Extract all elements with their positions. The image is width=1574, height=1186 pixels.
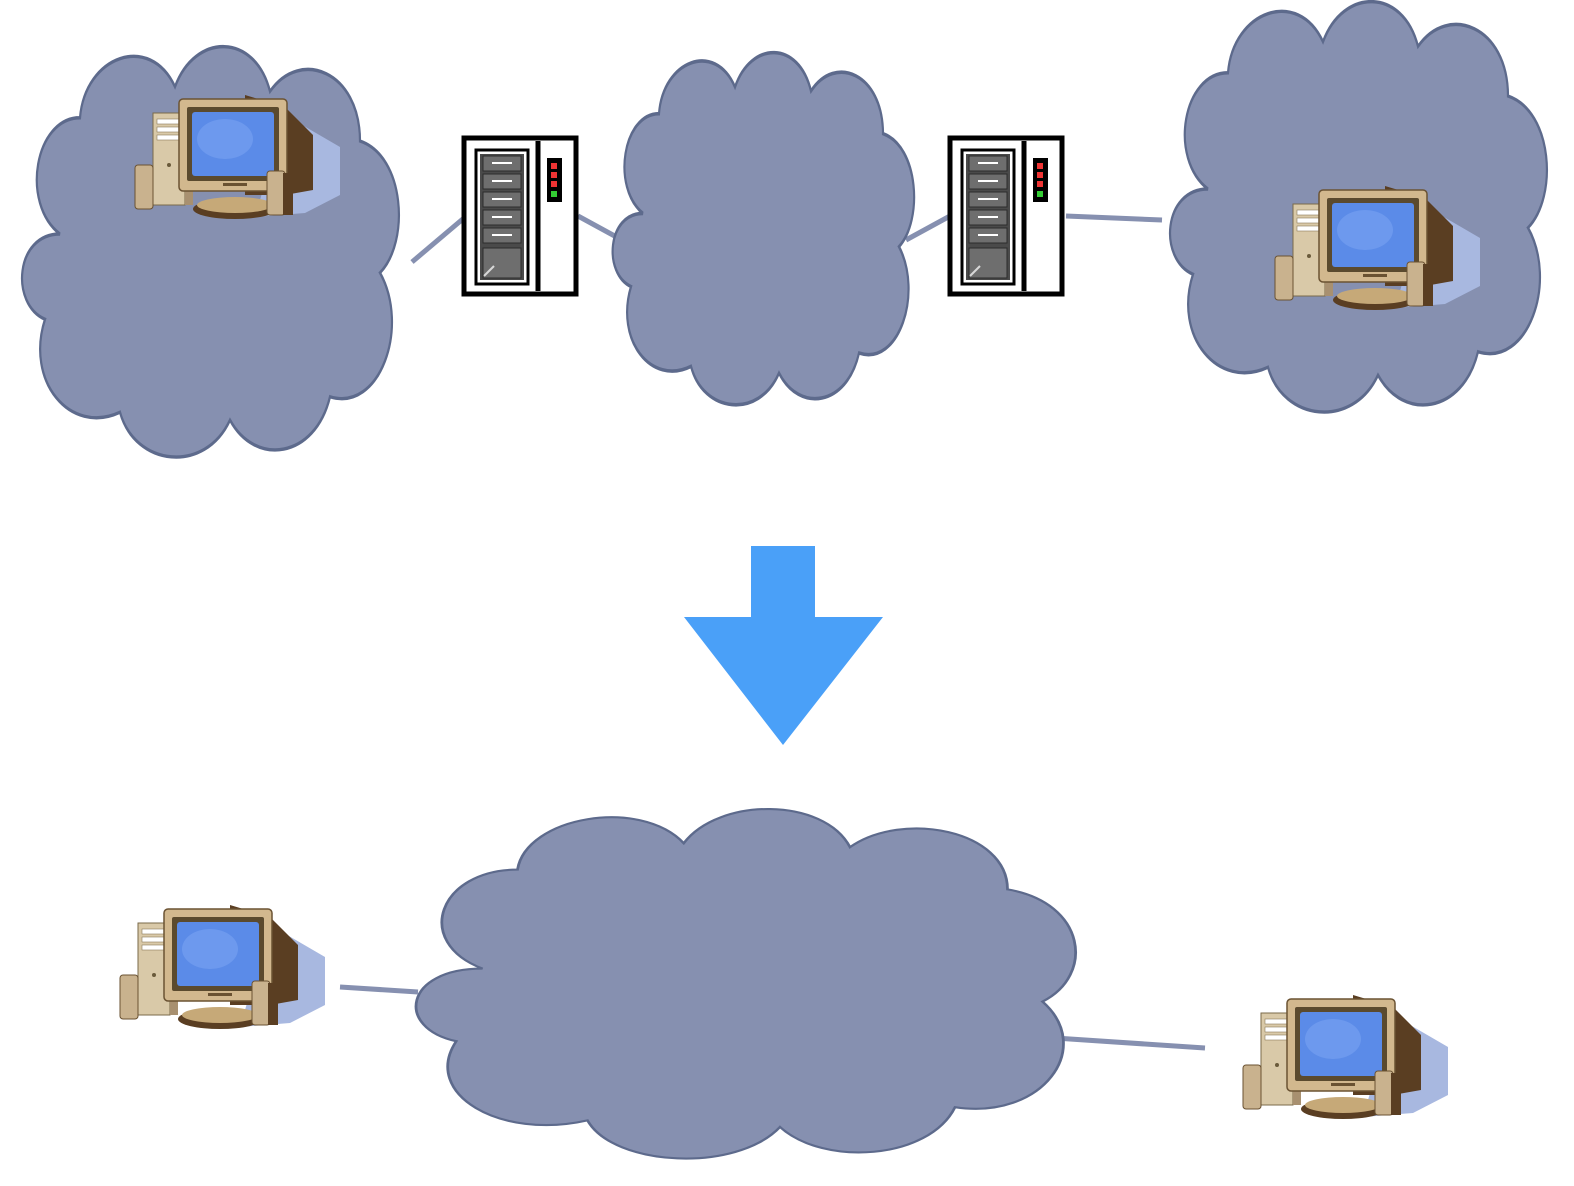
link-line (904, 213, 952, 243)
bottom-network-row (119, 807, 1449, 1160)
top-network-row (20, 0, 1549, 459)
link-line (1065, 213, 1163, 223)
computer-icon (1242, 994, 1449, 1120)
router-server-icon (950, 138, 1062, 294)
router-server-icon (464, 138, 576, 294)
link-line (339, 984, 419, 995)
computer-icon (119, 904, 326, 1030)
network-cloud-middle (610, 50, 916, 407)
link-line (410, 216, 466, 264)
network-cloud-combined (414, 807, 1077, 1160)
link-line (1054, 1035, 1206, 1051)
down-arrow-icon (684, 546, 883, 745)
